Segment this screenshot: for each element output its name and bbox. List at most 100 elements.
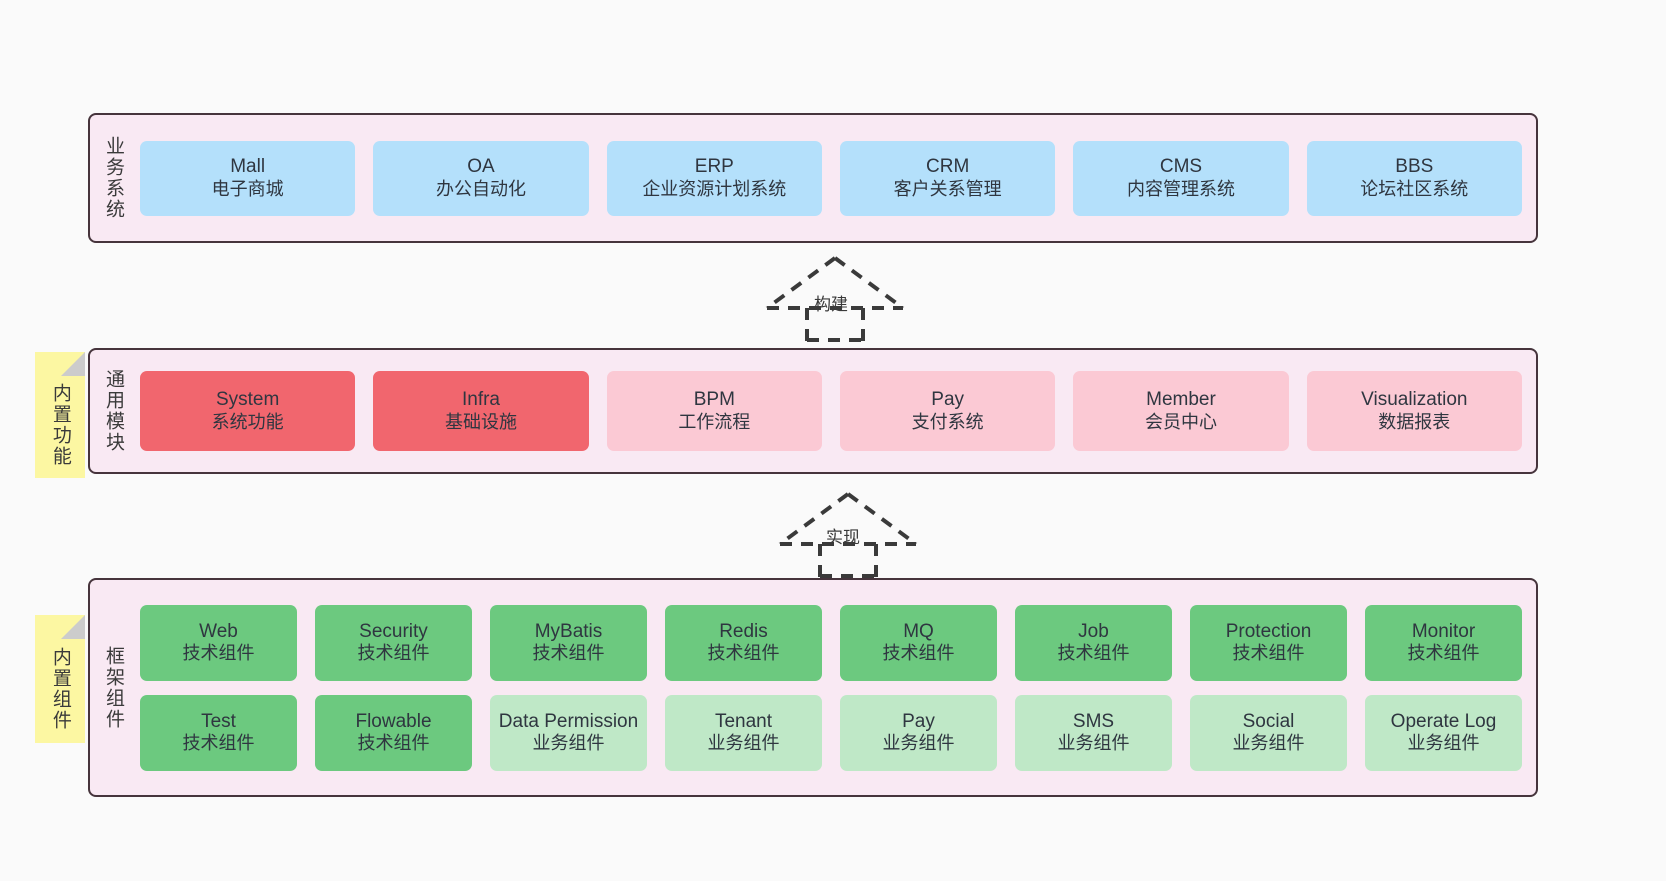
- card-monitor[interactable]: Monitor 技术组件: [1365, 604, 1522, 681]
- card-subtitle: 技术组件: [1407, 643, 1480, 664]
- card-subtitle: 内容管理系统: [1126, 178, 1235, 199]
- sticky-note-builtin-features: 内置功能: [35, 352, 85, 478]
- card-web[interactable]: Web 技术组件: [140, 604, 297, 681]
- card-subtitle: 技术组件: [882, 643, 955, 664]
- layer-common-modules: 通用模块 System 系统功能 Infra 基础设施 BPM 工作流程 Pay…: [88, 348, 1538, 474]
- card-title: Visualization: [1361, 389, 1468, 411]
- card-title: System: [215, 389, 280, 411]
- card-title: Test: [201, 710, 236, 732]
- card-subtitle: 技术组件: [357, 733, 430, 754]
- card-system[interactable]: System 系统功能: [140, 371, 356, 451]
- card-title: Member: [1146, 389, 1216, 411]
- card-data-permission[interactable]: Data Permission 业务组件: [490, 694, 647, 771]
- card-title: BBS: [1395, 156, 1434, 178]
- card-redis[interactable]: Redis 技术组件: [665, 604, 822, 681]
- card-operate-log[interactable]: Operate Log 业务组件: [1365, 694, 1522, 771]
- card-test[interactable]: Test 技术组件: [140, 694, 297, 771]
- card-subtitle: 企业资源计划系统: [642, 178, 787, 199]
- card-flowable[interactable]: Flowable 技术组件: [315, 694, 472, 771]
- card-security[interactable]: Security 技术组件: [315, 604, 472, 681]
- card-social[interactable]: Social 业务组件: [1190, 694, 1347, 771]
- card-title: Web: [199, 620, 238, 642]
- card-title: SMS: [1072, 710, 1115, 732]
- layer-label-common-modules: 通用模块: [103, 369, 125, 453]
- layer-body-business-systems: Mall 电子商城 OA 办公自动化 ERP 企业资源计划系统 CRM 客户关系…: [136, 115, 1536, 241]
- card-visualization[interactable]: Visualization 数据报表: [1306, 371, 1522, 451]
- card-title: BPM: [693, 389, 735, 411]
- card-title: CRM: [926, 156, 970, 178]
- card-sms[interactable]: SMS 业务组件: [1015, 694, 1172, 771]
- card-subtitle: 会员中心: [1144, 411, 1217, 432]
- sticky-note-builtin-components: 内置组件: [35, 615, 85, 743]
- card-subtitle: 业务组件: [1232, 733, 1305, 754]
- layer-business-systems: 业务系统 Mall 电子商城 OA 办公自动化 ERP 企业资源计划系统 CRM…: [88, 113, 1538, 243]
- card-title: Infra: [461, 389, 500, 411]
- card-subtitle: 系统功能: [211, 411, 284, 432]
- card-mall[interactable]: Mall 电子商城: [140, 140, 356, 216]
- card-pay-module[interactable]: Pay 支付系统: [839, 371, 1056, 451]
- card-title: ERP: [694, 156, 734, 178]
- sticky-note-text: 内置组件: [49, 647, 71, 731]
- card-protection[interactable]: Protection 技术组件: [1190, 604, 1347, 681]
- card-subtitle: 业务组件: [1057, 733, 1130, 754]
- card-title: Operate Log: [1390, 710, 1497, 732]
- card-subtitle: 技术组件: [357, 643, 430, 664]
- card-subtitle: 技术组件: [707, 643, 780, 664]
- card-subtitle: 电子商城: [211, 178, 284, 199]
- card-subtitle: 论坛社区系统: [1360, 178, 1469, 199]
- card-bpm[interactable]: BPM 工作流程: [606, 371, 822, 451]
- card-title: CMS: [1159, 156, 1203, 178]
- card-erp[interactable]: ERP 企业资源计划系统: [606, 140, 822, 216]
- card-title: Monitor: [1411, 620, 1476, 642]
- card-tenant[interactable]: Tenant 业务组件: [665, 694, 822, 771]
- connector-label-implement: 实现: [826, 528, 860, 547]
- card-row: Test 技术组件 Flowable 技术组件 Data Permission …: [140, 694, 1522, 771]
- card-row: System 系统功能 Infra 基础设施 BPM 工作流程 Pay 支付系统…: [140, 371, 1522, 451]
- card-title: Pay: [931, 389, 965, 411]
- card-title: Data Permission: [498, 710, 639, 732]
- card-subtitle: 基础设施: [444, 411, 517, 432]
- card-title: Pay: [902, 710, 935, 732]
- card-member[interactable]: Member 会员中心: [1073, 371, 1289, 451]
- card-title: MyBatis: [534, 620, 603, 642]
- connector-label-build: 构建: [814, 295, 848, 314]
- card-title: Job: [1078, 620, 1109, 642]
- card-title: Mall: [230, 156, 266, 178]
- card-subtitle: 客户关系管理: [893, 178, 1002, 199]
- card-infra[interactable]: Infra 基础设施: [373, 371, 589, 451]
- card-row: Mall 电子商城 OA 办公自动化 ERP 企业资源计划系统 CRM 客户关系…: [140, 140, 1522, 216]
- card-subtitle: 工作流程: [678, 411, 751, 432]
- card-row: Web 技术组件 Security 技术组件 MyBatis 技术组件 Redi…: [140, 604, 1522, 681]
- card-subtitle: 业务组件: [882, 733, 955, 754]
- layer-framework-components: 框架组件 Web 技术组件 Security 技术组件 MyBatis 技术组件…: [88, 578, 1538, 797]
- card-title: Security: [359, 620, 428, 642]
- layer-body-framework-components: Web 技术组件 Security 技术组件 MyBatis 技术组件 Redi…: [136, 580, 1536, 795]
- card-mq[interactable]: MQ 技术组件: [840, 604, 997, 681]
- layer-label-framework-components: 框架组件: [103, 645, 125, 730]
- card-cms[interactable]: CMS 内容管理系统: [1073, 140, 1289, 216]
- card-title: Protection: [1225, 620, 1312, 642]
- card-title: Tenant: [714, 710, 773, 732]
- sticky-note-text: 内置功能: [49, 383, 71, 467]
- card-mybatis[interactable]: MyBatis 技术组件: [490, 604, 647, 681]
- layer-label-business-systems: 业务系统: [103, 136, 125, 220]
- card-subtitle: 技术组件: [1232, 643, 1305, 664]
- card-title: OA: [467, 156, 495, 178]
- card-pay-component[interactable]: Pay 业务组件: [840, 694, 997, 771]
- card-job[interactable]: Job 技术组件: [1015, 604, 1172, 681]
- card-subtitle: 办公自动化: [435, 178, 526, 199]
- card-subtitle: 数据报表: [1378, 411, 1451, 432]
- card-subtitle: 技术组件: [532, 643, 605, 664]
- card-title: Flowable: [355, 710, 432, 732]
- card-title: Redis: [719, 620, 768, 642]
- card-subtitle: 业务组件: [707, 733, 780, 754]
- card-subtitle: 技术组件: [182, 643, 255, 664]
- card-bbs[interactable]: BBS 论坛社区系统: [1306, 140, 1522, 216]
- card-title: MQ: [903, 620, 934, 642]
- card-crm[interactable]: CRM 客户关系管理: [839, 140, 1056, 216]
- layer-body-common-modules: System 系统功能 Infra 基础设施 BPM 工作流程 Pay 支付系统…: [136, 350, 1536, 472]
- card-subtitle: 技术组件: [1057, 643, 1130, 664]
- card-subtitle: 业务组件: [532, 733, 605, 754]
- card-oa[interactable]: OA 办公自动化: [373, 140, 589, 216]
